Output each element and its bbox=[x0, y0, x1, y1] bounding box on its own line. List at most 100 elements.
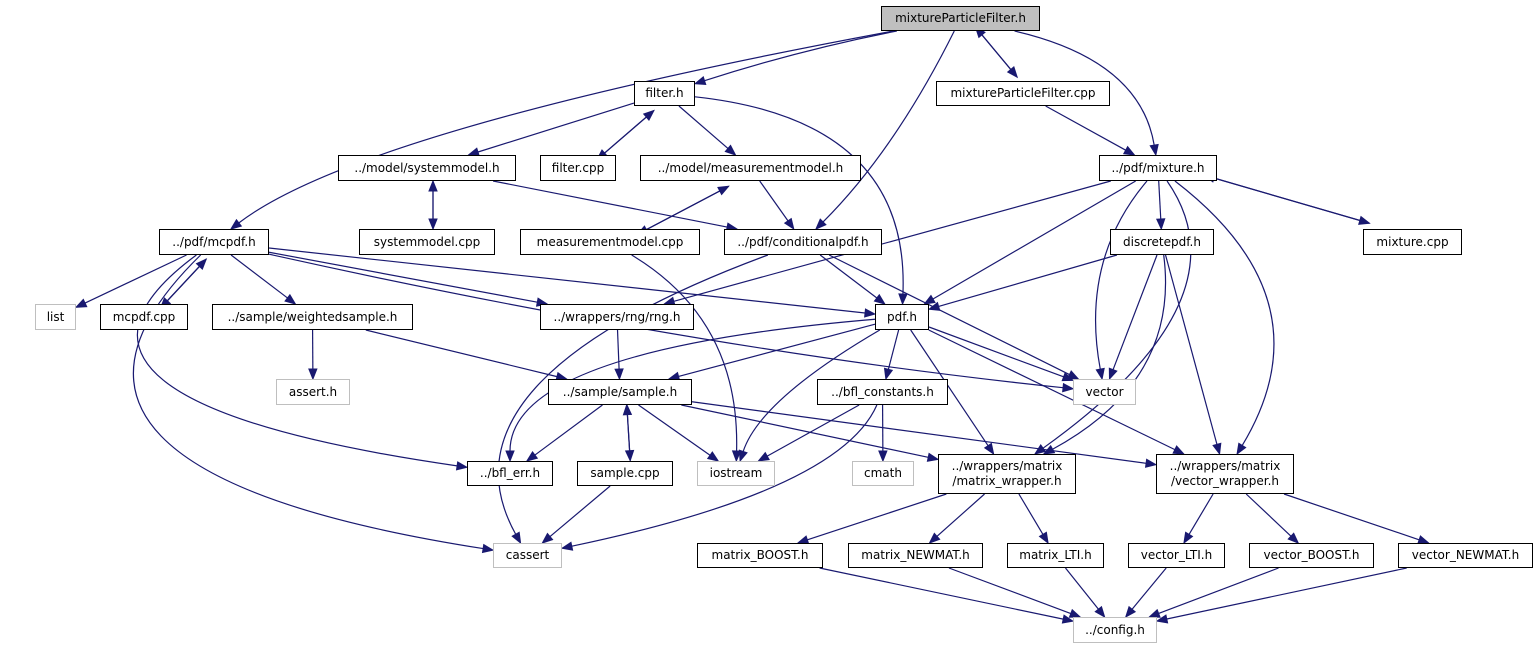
node-vector-newmat-h[interactable]: vector_NEWMAT.h bbox=[1398, 543, 1533, 568]
edge-vector_wrapper_h-to-vector_lti_h bbox=[1188, 493, 1214, 535]
arrowhead-icon bbox=[1038, 531, 1049, 545]
node-vector-wrapper-h[interactable]: ../wrappers/matrix /vector_wrapper.h bbox=[1156, 454, 1294, 494]
node-mpf-h[interactable]: mixtureParticleFilter.h bbox=[881, 6, 1040, 31]
node-matrix-wrapper-h[interactable]: ../wrappers/matrix /matrix_wrapper.h bbox=[938, 454, 1076, 494]
arrowhead-icon bbox=[541, 532, 554, 544]
edge-conditionalpdf_h-to-vector bbox=[828, 254, 1070, 376]
arrowhead-icon bbox=[505, 450, 515, 463]
edge-matrix_wrapper_h-to-matrix_boost_h bbox=[807, 493, 947, 541]
edge-mcpdf_h-to-rng_h bbox=[268, 251, 538, 303]
edge-vector_wrapper_h-to-vector_newmat_h bbox=[1283, 493, 1420, 541]
arrowhead-icon bbox=[928, 532, 941, 544]
edge-filter_cpp-to-filter_h bbox=[596, 116, 647, 161]
edge-pdf_h-to-matrix_wrapper_h bbox=[910, 329, 989, 447]
arrowhead-icon bbox=[926, 452, 940, 462]
edge-matrix_boost_h-to-config_h bbox=[819, 567, 1064, 620]
arrowhead-icon bbox=[1124, 605, 1137, 619]
arrowhead-icon bbox=[1062, 382, 1075, 393]
node-mpf-cpp[interactable]: mixtureParticleFilter.cpp bbox=[936, 81, 1110, 106]
arrowhead-icon bbox=[878, 450, 888, 463]
arrowhead-icon bbox=[898, 293, 908, 306]
node-matrix-boost-h[interactable]: matrix_BOOST.h bbox=[697, 543, 823, 568]
edge-discretepdf_h-to-matrix_wrapper_h bbox=[1052, 254, 1167, 450]
node-weightedsample-h[interactable]: ../sample/weightedsample.h bbox=[212, 304, 413, 330]
edge-measurementmodel_cpp-to-iostream bbox=[631, 254, 738, 452]
edge-matrix_wrapper_h-to-matrix_lti_h bbox=[1018, 493, 1044, 535]
node-list: list bbox=[35, 304, 76, 330]
edge-mpf_h-to-filter_h bbox=[704, 30, 897, 82]
node-mcpdf-cpp[interactable]: mcpdf.cpp bbox=[100, 304, 188, 330]
node-vector-lti-h[interactable]: vector_LTI.h bbox=[1128, 543, 1225, 568]
node-cassert: cassert bbox=[493, 543, 562, 568]
arrowhead-icon bbox=[757, 451, 770, 462]
arrowhead-icon bbox=[1212, 442, 1222, 456]
edge-mixture_cpp-to-mixture_h bbox=[1213, 177, 1370, 224]
edge-pdf_h-to-bfl_constants_h bbox=[887, 329, 900, 370]
node-systemmodel-h[interactable]: ../model/systemmodel.h bbox=[338, 155, 516, 181]
edge-mixture_h-to-vector bbox=[1095, 180, 1148, 370]
edge-vector_lti_h-to-config_h bbox=[1131, 567, 1167, 610]
edge-pdf_h-to-iostream bbox=[742, 329, 881, 452]
arrowhead-icon bbox=[815, 218, 827, 230]
edge-filter_h-to-systemmodel_h bbox=[477, 102, 635, 153]
edge-mpf_h-to-conditionalpdf_h bbox=[822, 30, 955, 223]
edge-sample_h-to-matrix_wrapper_h bbox=[681, 404, 929, 458]
node-systemmodel-cpp[interactable]: systemmodel.cpp bbox=[359, 229, 495, 255]
node-bfl-err-h[interactable]: ../bfl_err.h bbox=[467, 461, 553, 486]
node-mixture-cpp[interactable]: mixture.cpp bbox=[1363, 229, 1462, 255]
arrowhead-icon bbox=[1144, 458, 1158, 468]
arrowhead-icon bbox=[1236, 442, 1247, 456]
node-matrix-newmat-h[interactable]: matrix_NEWMAT.h bbox=[848, 543, 983, 568]
edge-mixture_h-to-pdf_h bbox=[932, 180, 1136, 300]
edge-mixture_h-to-matrix_wrapper_h bbox=[1042, 180, 1192, 449]
arrowhead-icon bbox=[724, 144, 737, 156]
node-conditionalpdf-h[interactable]: ../pdf/conditionalpdf.h bbox=[724, 229, 882, 255]
edge-discretepdf_h-to-vector_wrapper_h bbox=[1164, 254, 1218, 445]
node-vector: vector bbox=[1073, 379, 1136, 405]
node-assert-h: assert.h bbox=[276, 379, 350, 405]
node-config-h: ../config.h bbox=[1073, 617, 1157, 643]
node-measurementmodel-cpp[interactable]: measurementmodel.cpp bbox=[520, 229, 700, 255]
edge-conditionalpdf_h-to-pdf_h bbox=[819, 254, 878, 299]
node-sample-cpp[interactable]: sample.cpp bbox=[577, 461, 673, 486]
node-filter-h[interactable]: filter.h bbox=[634, 81, 695, 106]
node-matrix-lti-h[interactable]: matrix_LTI.h bbox=[1007, 543, 1104, 568]
edge-systemmodel_h-to-conditionalpdf_h bbox=[492, 180, 728, 228]
node-iostream: iostream bbox=[697, 461, 775, 486]
edge-vector_newmat_h-to-config_h bbox=[1166, 567, 1407, 620]
node-mixture-h[interactable]: ../pdf/mixture.h bbox=[1099, 155, 1217, 181]
arrowhead-icon bbox=[1061, 372, 1075, 382]
edge-sample_h-to-iostream bbox=[638, 404, 711, 456]
arrowhead-icon bbox=[525, 450, 539, 462]
arrowhead-icon bbox=[622, 403, 633, 416]
arrowhead-icon bbox=[455, 461, 469, 471]
arrowhead-icon bbox=[1061, 614, 1075, 624]
arrowhead-icon bbox=[983, 442, 995, 456]
node-measurementmodel-h[interactable]: ../model/measurementmodel.h bbox=[640, 155, 861, 181]
node-vector-boost-h[interactable]: vector_BOOST.h bbox=[1249, 543, 1374, 568]
node-bfl-constants-h[interactable]: ../bfl_constants.h bbox=[817, 379, 948, 405]
node-pdf-h[interactable]: pdf.h bbox=[875, 304, 929, 330]
node-sample-h[interactable]: ../sample/sample.h bbox=[548, 379, 692, 405]
edge-discretepdf_h-to-vector bbox=[1112, 254, 1158, 370]
arrowhead-icon bbox=[308, 368, 318, 381]
edge-discretepdf_h-to-pdf_h bbox=[938, 254, 1118, 308]
arrowhead-icon bbox=[738, 449, 748, 463]
edge-pdf_h-to-vector_wrapper_h bbox=[928, 329, 1176, 451]
edge-matrix_newmat_h-to-config_h bbox=[948, 567, 1072, 615]
arrowhead-icon bbox=[614, 368, 624, 381]
edge-mpf_h-to-mcpdf_h bbox=[238, 30, 894, 224]
edge-rng_h-to-sample_h bbox=[616, 329, 620, 370]
edge-filter_h-to-pdf_h bbox=[694, 96, 904, 295]
arrowhead-icon bbox=[74, 298, 88, 308]
node-rng-h[interactable]: ../wrappers/rng/rng.h bbox=[540, 304, 694, 330]
node-filter-cpp[interactable]: filter.cpp bbox=[540, 155, 616, 181]
arrowhead-icon bbox=[1094, 605, 1106, 619]
node-discretepdf-h[interactable]: discretepdf.h bbox=[1110, 229, 1214, 255]
node-mcpdf-h[interactable]: ../pdf/mcpdf.h bbox=[159, 229, 269, 255]
edge-pdf_h-to-vector bbox=[928, 326, 1064, 378]
arrowhead-icon bbox=[229, 218, 243, 230]
arrowhead-icon bbox=[1066, 370, 1080, 380]
edge-sample_cpp-to-cassert bbox=[549, 485, 611, 538]
